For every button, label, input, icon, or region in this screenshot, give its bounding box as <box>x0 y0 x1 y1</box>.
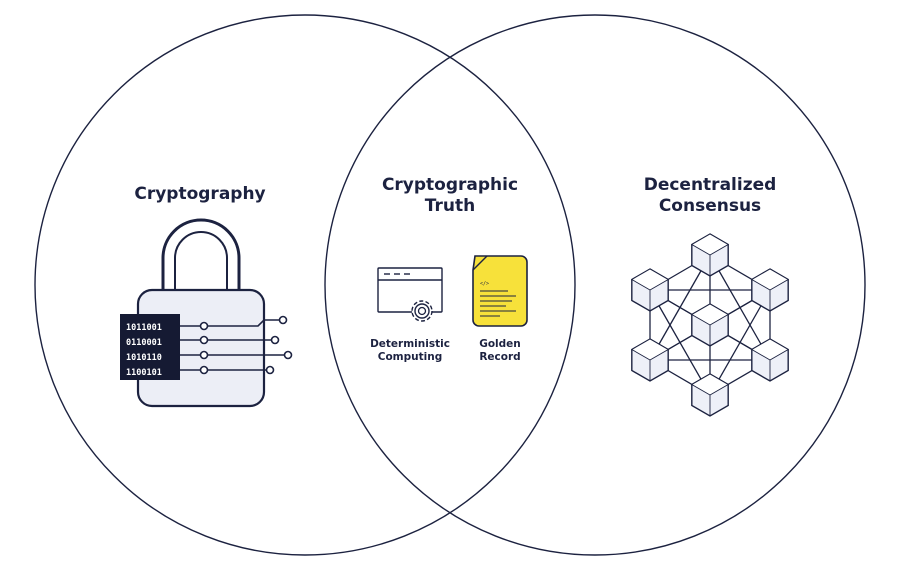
binary-line: 1100101 <box>126 368 162 378</box>
hexagon-node <box>690 233 730 277</box>
circuit-traces <box>180 315 293 375</box>
binary-line: 1010110 <box>126 353 162 363</box>
hexagon-node <box>750 268 790 312</box>
browser-window-icon <box>377 267 443 313</box>
title-cryptographic-truth: Cryptographic Truth <box>381 175 519 216</box>
binary-panel <box>120 314 180 380</box>
binary-line: 0110001 <box>126 338 162 348</box>
hexagon-node <box>690 373 730 417</box>
padlock-icon: 1011001 0110001 1010110 1100101 <box>120 218 293 408</box>
hexagon-node <box>690 303 730 347</box>
gear-icon <box>411 300 433 322</box>
hexagon-node <box>750 338 790 382</box>
circle-cryptography <box>34 14 576 556</box>
hexagon-node <box>630 338 670 382</box>
golden-record-document-icon: </> <box>472 255 528 327</box>
hexagon-node <box>630 268 670 312</box>
title-cryptography: Cryptography <box>134 184 266 204</box>
circle-decentralized-consensus <box>324 14 866 556</box>
title-decentralized-consensus: Decentralized Consensus <box>643 175 777 216</box>
label-golden-record: Golden Record <box>479 338 521 363</box>
svg-text:</>: </> <box>480 281 489 287</box>
hexagon-network-icon <box>630 233 790 417</box>
label-deterministic-computing: Deterministic Computing <box>370 338 450 363</box>
binary-line: 1011001 <box>126 323 162 333</box>
